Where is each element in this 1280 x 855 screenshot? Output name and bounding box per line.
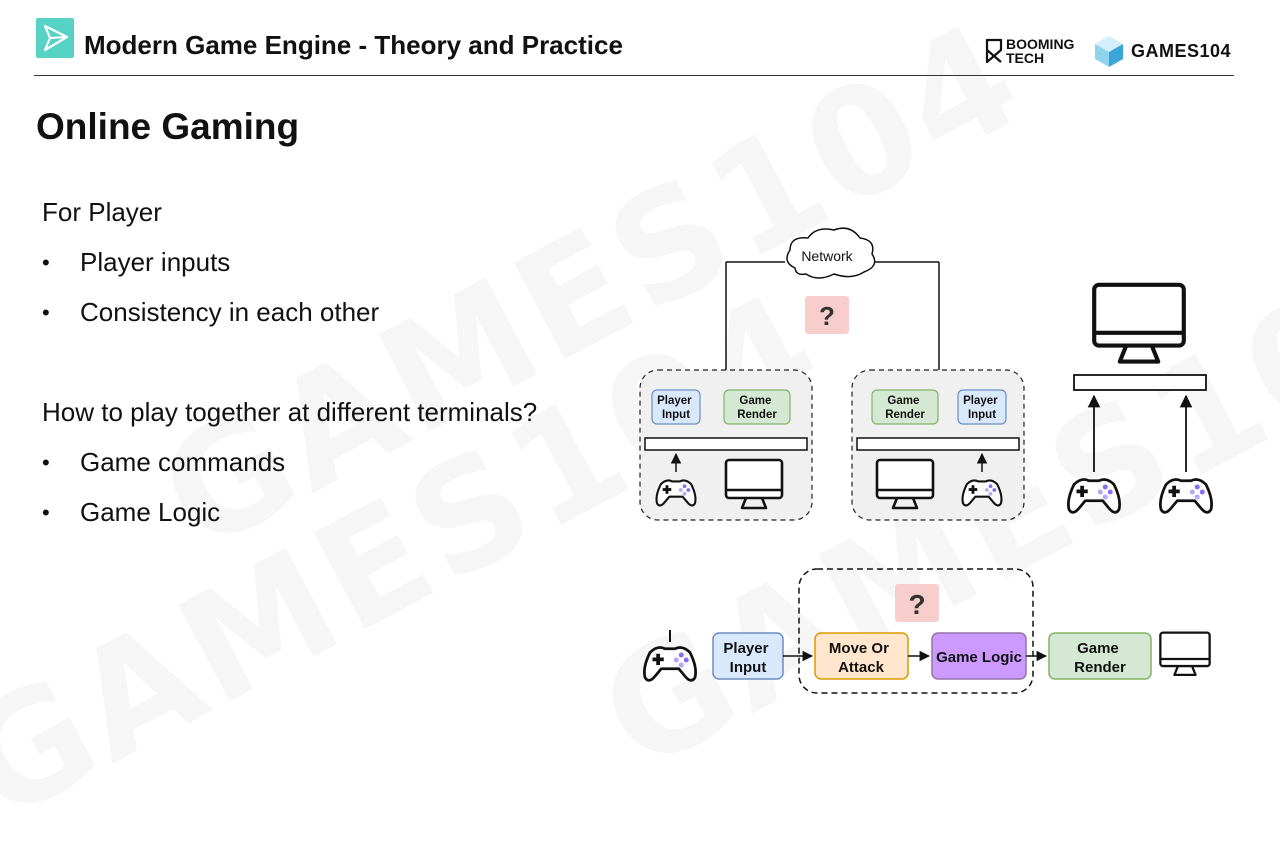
bullet-text: Game commands bbox=[80, 447, 286, 477]
label-line: Player bbox=[657, 395, 692, 407]
games104-cube-icon bbox=[1095, 36, 1123, 67]
left-player-input-box bbox=[651, 389, 701, 425]
right-game-render-label: Game Render bbox=[885, 395, 925, 421]
slide-title: Online Gaming bbox=[36, 106, 300, 147]
brand-games104: GAMES104 bbox=[1131, 41, 1232, 61]
brand-tech-line: TECH bbox=[1006, 50, 1045, 66]
brand-booming-line: BOOMING bbox=[1006, 36, 1075, 52]
header-title: Modern Game Engine - Theory and Practice bbox=[84, 30, 623, 60]
label-line: Input bbox=[968, 409, 996, 421]
question-mark: ? bbox=[819, 301, 835, 331]
bullet-dot: • bbox=[42, 250, 50, 275]
shared-gamepad-right-icon bbox=[1159, 478, 1213, 514]
pipeline-question-mark: ? bbox=[908, 589, 925, 620]
pipeline-move-attack-label: Move Or Attack bbox=[829, 640, 893, 676]
brand-booming-tech: BOOMING TECH bbox=[1006, 37, 1074, 65]
label-line: Render bbox=[885, 409, 925, 421]
right-terminal-bar bbox=[856, 437, 1020, 451]
pipeline-game-render-box bbox=[1048, 632, 1152, 680]
bullet-text: Player inputs bbox=[80, 247, 231, 277]
bullet-text: Game Logic bbox=[80, 497, 221, 527]
pipeline-player-input-label: Player Input bbox=[723, 640, 772, 676]
label-line: Game bbox=[739, 395, 771, 407]
pipeline-game-logic-label: Game Logic bbox=[936, 649, 1022, 666]
shared-console-bar bbox=[1073, 374, 1207, 391]
left-game-render-box bbox=[723, 389, 791, 425]
shared-gamepad-left-icon bbox=[1067, 478, 1121, 514]
label-line: Move Or bbox=[829, 640, 889, 657]
pipeline-question-box bbox=[895, 584, 939, 622]
label-line: Game bbox=[1077, 640, 1119, 657]
bullet-dot: • bbox=[42, 450, 50, 475]
label-line: Render bbox=[1074, 659, 1126, 676]
play-logo-icon bbox=[36, 18, 74, 58]
header-divider bbox=[34, 75, 1234, 76]
label-line: Attack bbox=[838, 659, 885, 676]
booming-tech-logo-icon bbox=[985, 38, 1003, 64]
left-player-input-label: Player Input bbox=[657, 395, 695, 421]
label-line: Render bbox=[737, 409, 777, 421]
bullet-dot: • bbox=[42, 300, 50, 325]
left-terminal-bar bbox=[644, 437, 808, 451]
pipeline-game-render-label: Game Render bbox=[1074, 640, 1126, 676]
pipeline-monitor-icon bbox=[1159, 631, 1211, 677]
pipeline-logic-group bbox=[798, 568, 1034, 694]
label-line: Input bbox=[662, 409, 690, 421]
label-line: Player bbox=[963, 395, 998, 407]
section-heading: For Player bbox=[42, 197, 162, 227]
pipeline-gamepad-icon bbox=[643, 646, 697, 682]
bullet-text: Consistency in each other bbox=[80, 297, 380, 327]
label-line: Input bbox=[730, 659, 767, 676]
shared-monitor-icon bbox=[1094, 285, 1184, 362]
label-line: Game bbox=[887, 395, 919, 407]
bullet-dot: • bbox=[42, 500, 50, 525]
right-player-input-box bbox=[957, 389, 1007, 425]
right-player-input-label: Player Input bbox=[963, 395, 1001, 421]
section-heading: How to play together at different termin… bbox=[42, 397, 538, 427]
network-diagram: Network ? Player Input Game Render Game … bbox=[639, 227, 1213, 694]
network-label: Network bbox=[801, 248, 853, 264]
left-game-render-label: Game Render bbox=[737, 395, 777, 421]
question-box bbox=[805, 296, 849, 334]
network-cloud-icon bbox=[786, 227, 876, 279]
label-line: Player bbox=[723, 640, 768, 657]
right-game-render-box bbox=[871, 389, 939, 425]
